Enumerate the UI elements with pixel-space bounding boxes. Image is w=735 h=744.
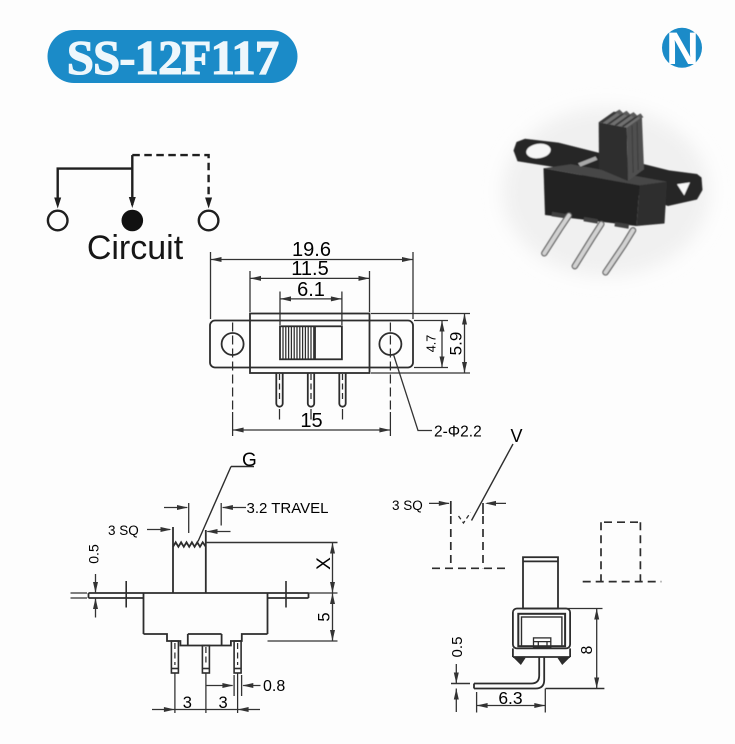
svg-text:SS-12F117: SS-12F117: [67, 30, 279, 85]
svg-text:3: 3: [219, 694, 228, 712]
svg-text:8: 8: [579, 646, 596, 655]
svg-text:2-Φ2.2: 2-Φ2.2: [434, 424, 482, 441]
svg-text:19.6: 19.6: [292, 239, 331, 261]
svg-text:6.3: 6.3: [498, 688, 522, 708]
svg-text:3 SQ: 3 SQ: [392, 498, 423, 513]
svg-text:3 SQ: 3 SQ: [108, 523, 139, 538]
svg-text:11.5: 11.5: [291, 258, 328, 280]
svg-text:6.1: 6.1: [297, 279, 325, 301]
svg-text:N: N: [666, 23, 699, 74]
svg-text:3: 3: [183, 694, 192, 712]
svg-text:0.8: 0.8: [263, 678, 285, 695]
svg-text:G: G: [242, 450, 257, 471]
svg-text:5: 5: [316, 612, 334, 621]
svg-text:5.9: 5.9: [447, 332, 466, 356]
svg-text:15: 15: [300, 410, 322, 432]
svg-text:0.5: 0.5: [449, 637, 466, 658]
svg-text:V: V: [510, 426, 522, 446]
svg-text:X: X: [314, 557, 335, 570]
svg-text:4.7: 4.7: [425, 335, 439, 352]
svg-text:3.2 TRAVEL: 3.2 TRAVEL: [247, 500, 329, 517]
svg-text:Circuit: Circuit: [87, 229, 184, 267]
svg-text:0.5: 0.5: [86, 544, 102, 564]
